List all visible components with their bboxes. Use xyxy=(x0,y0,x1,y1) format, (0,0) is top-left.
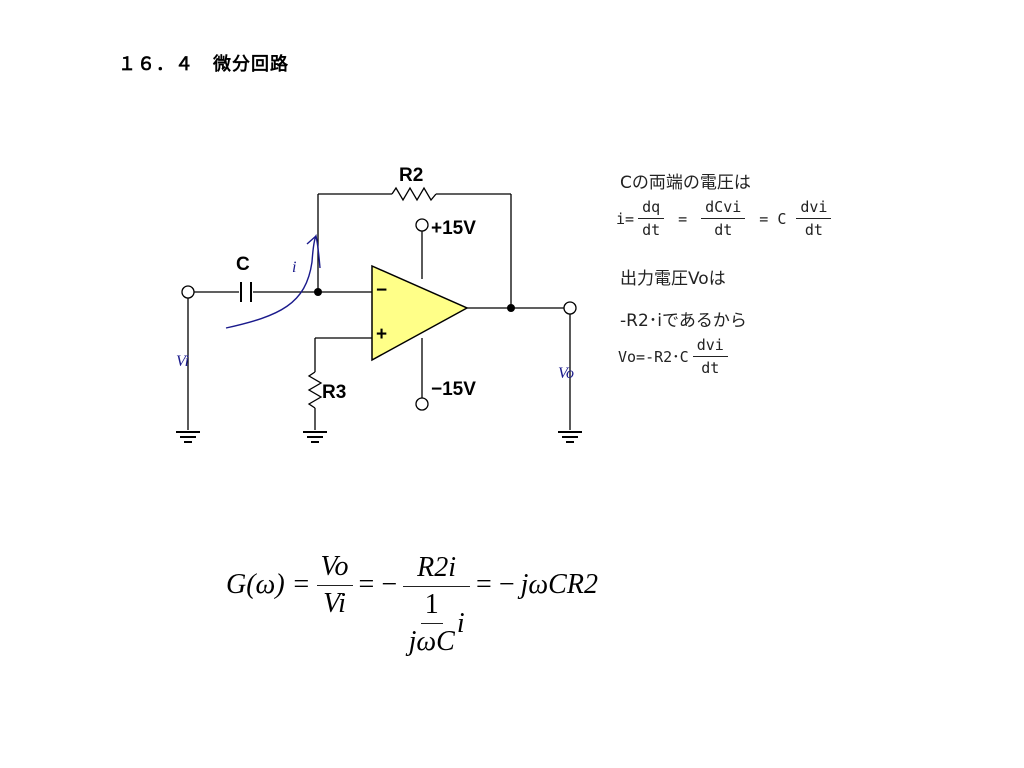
formula-lhs: G(ω) = xyxy=(226,569,311,600)
note-line1: Cの両端の電圧は xyxy=(620,173,751,193)
formula-frac2: R2i 1 jωC i xyxy=(403,552,471,658)
formula-rhs: jωCR2 xyxy=(520,569,598,600)
formula-inner-frac: 1 jωC xyxy=(409,589,455,658)
eq1-frac2-num: dCvi xyxy=(701,198,746,219)
vminus-terminal xyxy=(415,397,429,411)
resistor-r2 xyxy=(391,186,437,202)
note-line3: 出力電圧Voは xyxy=(620,269,726,289)
transfer-function: G(ω) = Vo Vi = − R2i 1 jωC i = − jωCR2 xyxy=(226,532,598,658)
eq1-frac2: dCvi dt xyxy=(701,198,746,239)
eq2-lhs: Vo=-R2･C xyxy=(618,348,689,366)
label-plus: + xyxy=(376,324,387,345)
eq1-frac3-den: dt xyxy=(804,221,823,239)
ground-r3 xyxy=(303,431,327,443)
label-vi: Vi xyxy=(176,353,189,370)
formula-frac1-den: Vi xyxy=(323,587,346,619)
resistor-r3 xyxy=(307,371,323,409)
opamp-triangle xyxy=(371,264,469,362)
junction-inverting xyxy=(314,288,322,296)
current-annotation-curve xyxy=(225,233,321,329)
label-vo: Vo xyxy=(558,365,574,382)
eq1-equals-b: = C xyxy=(759,209,787,228)
formula-frac2-den: 1 jωC i xyxy=(409,587,465,658)
eq1-lhs: i= xyxy=(616,209,635,228)
formula-frac1: Vo Vi xyxy=(316,551,353,620)
note-eq2: Vo=-R2･C dvi dt xyxy=(618,336,728,377)
eq1-frac3-num: dvi xyxy=(796,198,832,219)
eq1-frac3: dvi dt xyxy=(796,198,832,239)
label-vminus: −15V xyxy=(431,379,476,400)
eq1-frac2-den: dt xyxy=(714,221,733,239)
label-r3: R3 xyxy=(322,382,346,403)
eq2-frac-den: dt xyxy=(701,359,720,377)
note-line4: -R2･iであるから xyxy=(620,311,747,331)
eq1-equals-a: = xyxy=(678,209,688,228)
formula-inner-num: 1 xyxy=(420,589,443,624)
eq1-frac1-den: dt xyxy=(642,221,661,239)
page-title: １６．４ 微分回路 xyxy=(118,54,289,75)
eq1-frac1-num: dq xyxy=(638,198,665,219)
formula-eq2: = − xyxy=(476,569,515,600)
label-vplus: +15V xyxy=(431,218,476,239)
formula-eq1: = − xyxy=(358,569,398,600)
eq1-frac1: dq dt xyxy=(638,198,665,239)
eq2-frac-num: dvi xyxy=(692,336,728,357)
input-terminal xyxy=(181,285,195,299)
formula-inner-den: jωC xyxy=(408,626,455,657)
vplus-terminal xyxy=(415,218,429,232)
label-i: i xyxy=(292,259,296,276)
junction-output xyxy=(507,304,515,312)
output-terminal xyxy=(563,301,577,315)
formula-frac2-num: R2i xyxy=(403,552,471,587)
formula-frac1-num: Vo xyxy=(316,551,353,586)
note-eq1: i= dq dt = dCvi dt = C dvi dt xyxy=(616,198,832,239)
label-r2: R2 xyxy=(399,165,423,186)
ground-vi xyxy=(176,431,200,443)
label-minus: − xyxy=(376,280,387,301)
eq2-frac: dvi dt xyxy=(692,336,728,377)
label-c: C xyxy=(236,254,250,275)
ground-vo xyxy=(558,431,582,443)
formula-inner-i: i xyxy=(456,607,465,639)
